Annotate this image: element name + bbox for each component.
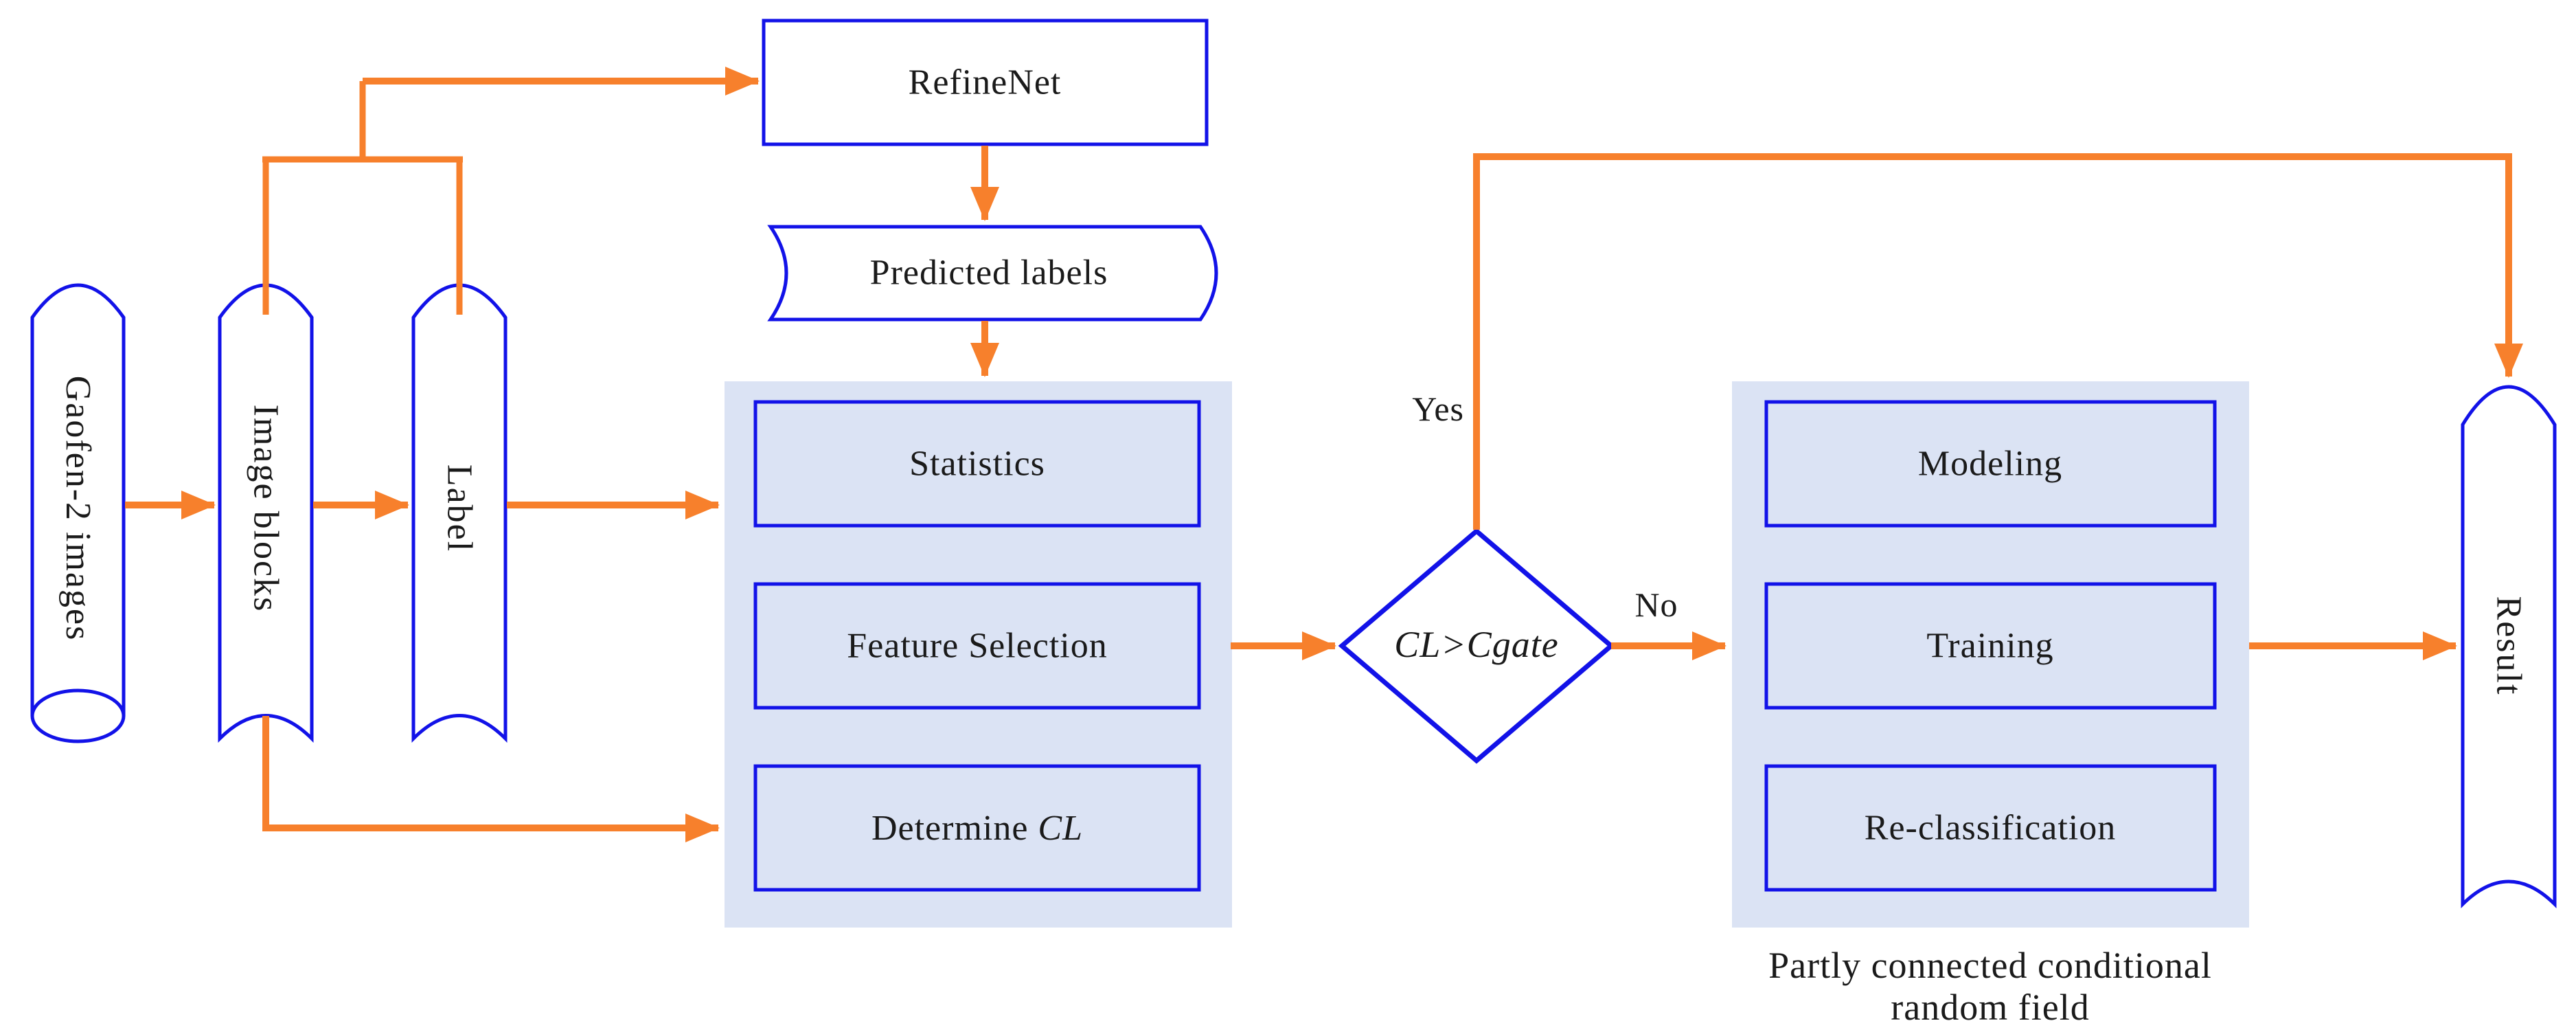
cylinder-image-blocks: Image blocks <box>218 283 314 743</box>
box-feature-selection-label: Feature Selection <box>847 627 1107 666</box>
cylinder-result-label: Result <box>2489 596 2529 696</box>
box-statistics-rect <box>753 400 1201 528</box>
box-feature-selection: Feature Selection <box>753 582 1201 710</box>
box-modeling-rect <box>1764 400 2217 528</box>
cylinder-label: Label <box>411 283 508 743</box>
decision-yes-label: Yes <box>1412 390 1464 428</box>
box-refinenet-rect <box>762 19 1209 146</box>
shape-predicted-labels-body <box>767 225 1218 322</box>
box-feature-selection-rect <box>753 582 1201 710</box>
decision-cl-gate-label: CL>Cgate <box>1394 624 1558 665</box>
cylinder-label-body <box>411 283 508 743</box>
box-statistics: Statistics <box>753 400 1201 528</box>
decision-cl-gate-diamond <box>1338 528 1615 764</box>
box-determine-cl-label-cl: CL <box>1038 809 1083 848</box>
cylinder-result: Result <box>2461 385 2557 908</box>
cylinder-label-label: Label <box>440 464 479 552</box>
box-modeling-label: Modeling <box>1918 445 2062 484</box>
connector-cylinders-merge <box>262 81 463 315</box>
box-determine-cl-label: Determine CL <box>871 809 1083 848</box>
shape-predicted-labels-label: Predicted labels <box>870 254 1108 293</box>
box-refinenet-label: RefineNet <box>909 63 1062 102</box>
box-determine-cl-rect <box>753 764 1201 892</box>
cylinder-gaofen2-bottom-cap <box>30 688 126 743</box>
cylinder-image-blocks-body <box>218 283 314 743</box>
box-training-label: Training <box>1926 627 2053 666</box>
arrow-decision-yes-to-result <box>1473 153 2523 530</box>
box-refinenet: RefineNet <box>762 19 1209 146</box>
cylinder-gaofen2-label: Gaofen-2 images <box>58 376 98 642</box>
cylinder-gaofen2-body <box>30 283 126 716</box>
box-reclassification-rect <box>1764 764 2217 892</box>
box-reclassification: Re-classification <box>1764 764 2217 892</box>
decision-cl-gate: CL>Cgate <box>1338 528 1615 764</box>
box-statistics-label: Statistics <box>909 445 1045 484</box>
cylinder-gaofen2-images: Gaofen-2 images <box>30 283 126 743</box>
cylinder-result-body <box>2461 385 2557 908</box>
crf-caption-line1: Partly connected conditional <box>1768 945 2212 986</box>
shape-predicted-labels: Predicted labels <box>767 225 1218 322</box>
decision-no-label: No <box>1634 585 1678 624</box>
arrow-image-blocks-to-determine-cl <box>262 716 720 842</box>
box-training: Training <box>1764 582 2217 710</box>
box-training-rect <box>1764 582 2217 710</box>
cylinder-image-blocks-label: Image blocks <box>247 405 286 613</box>
crf-caption-line2: random field <box>1891 987 2089 1021</box>
box-reclassification-label: Re-classification <box>1865 809 2116 848</box>
box-modeling: Modeling <box>1764 400 2217 528</box>
box-determine-cl: Determine CL <box>753 764 1201 892</box>
box-determine-cl-label-prefix: Determine <box>871 809 1038 848</box>
